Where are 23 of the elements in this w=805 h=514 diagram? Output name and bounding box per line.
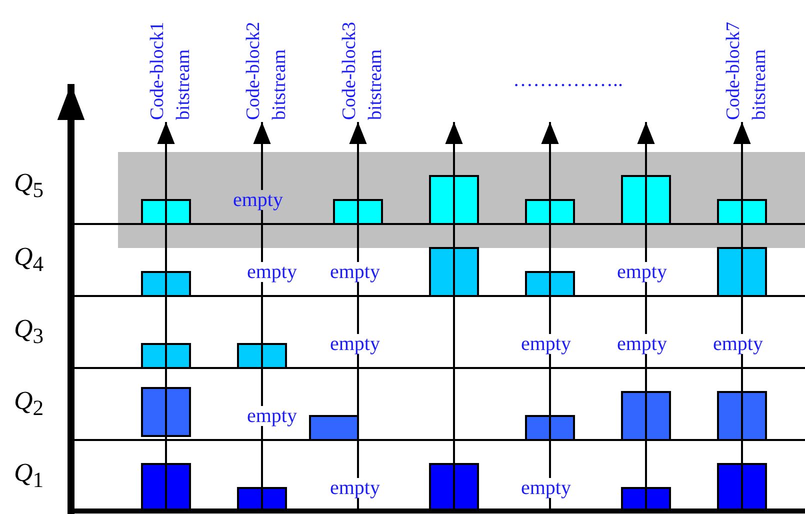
empty-label: empty — [616, 334, 668, 354]
layer-label: Q$_{2}$ — [14, 388, 44, 420]
layer-label: Q$_{4}$ — [14, 244, 44, 276]
bitstream-label: Code-block3 bitstream — [337, 8, 389, 120]
layer-label: Q$_{5}$ — [14, 170, 44, 202]
bitstream-label: Code-block7 bitstream — [721, 8, 773, 120]
arrow — [733, 122, 751, 509]
empty-label: empty — [520, 478, 572, 498]
empty-label: empty — [616, 262, 668, 282]
ellipsis-label: …………….. — [512, 70, 624, 90]
empty-label: empty — [246, 262, 298, 282]
empty-label: empty — [232, 190, 284, 210]
bitstream-label: Code-block2 bitstream — [241, 8, 293, 120]
empty-label: empty — [329, 478, 381, 498]
empty-label: empty — [712, 334, 764, 354]
empty-label: empty — [246, 406, 298, 426]
arrow — [157, 122, 175, 509]
layer-label: Q$_{1}$ — [14, 460, 44, 492]
empty-label: empty — [329, 334, 381, 354]
bitstream-label: Code-block1 bitstream — [145, 8, 197, 120]
empty-label: empty — [329, 262, 381, 282]
empty-label: empty — [520, 334, 572, 354]
layer-label: Q$_{3}$ — [14, 316, 44, 348]
